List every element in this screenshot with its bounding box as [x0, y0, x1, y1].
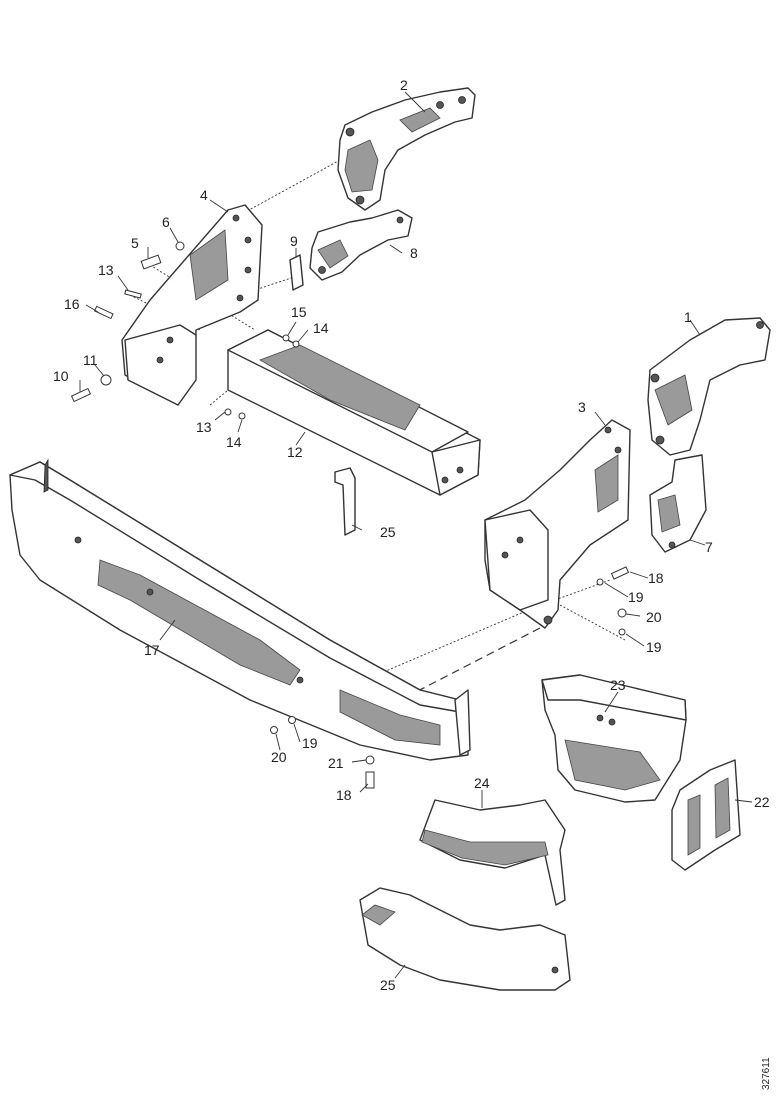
part-4-bracket	[121, 204, 263, 406]
callout-17: 17	[144, 642, 160, 658]
callout-15: 15	[291, 304, 307, 320]
callout-19b: 19	[646, 639, 662, 655]
callout-labels: 1 2 3 4 5 6 7 8 9 10 11 12 13 13 14 14 1…	[53, 77, 770, 993]
callout-7: 7	[705, 539, 713, 555]
part-17-bumper-beam	[9, 458, 471, 761]
drawing-reference-number: 327611	[761, 1057, 772, 1090]
callout-5: 5	[131, 235, 139, 251]
fasteners	[70, 241, 630, 789]
callout-20b: 20	[271, 749, 287, 765]
callout-13b: 13	[196, 419, 212, 435]
part-25-lower-cover	[359, 887, 571, 991]
callout-1: 1	[684, 309, 692, 325]
callout-13a: 13	[98, 262, 114, 278]
callout-25a: 25	[380, 524, 396, 540]
part-24-corner-cover	[419, 799, 566, 906]
part-22-plate	[671, 759, 741, 871]
part-1-bracket	[647, 317, 771, 456]
part-9-plate	[289, 254, 304, 291]
callout-22: 22	[754, 794, 770, 810]
callout-24: 24	[474, 775, 490, 791]
callout-18b: 18	[336, 787, 352, 803]
callout-19c: 19	[302, 735, 318, 751]
part-2-bracket	[337, 87, 476, 211]
leader-lines	[79, 91, 753, 979]
callout-19a: 19	[628, 589, 644, 605]
callout-23: 23	[610, 677, 626, 693]
callout-10: 10	[53, 368, 69, 384]
callout-9: 9	[290, 233, 298, 249]
part-8-bracket	[309, 209, 413, 281]
callout-11: 11	[83, 352, 98, 368]
part-3-bracket	[484, 419, 631, 629]
part-12-crossmember	[227, 329, 481, 496]
callout-3: 3	[578, 399, 586, 415]
callout-4: 4	[200, 187, 208, 203]
callout-18a: 18	[648, 570, 664, 586]
part-7-bracket	[649, 454, 707, 553]
callout-12: 12	[287, 444, 303, 460]
callout-8: 8	[410, 245, 418, 261]
part-26-bracket	[334, 467, 356, 536]
part-23-end-bracket	[541, 674, 687, 803]
callout-16: 16	[64, 296, 80, 312]
callout-25b: 25	[380, 977, 396, 993]
callout-20a: 20	[646, 609, 662, 625]
callout-14a: 14	[313, 320, 329, 336]
callout-21: 21	[328, 755, 344, 771]
callout-14b: 14	[226, 434, 242, 450]
callout-6: 6	[162, 214, 170, 230]
callout-2: 2	[400, 77, 408, 93]
